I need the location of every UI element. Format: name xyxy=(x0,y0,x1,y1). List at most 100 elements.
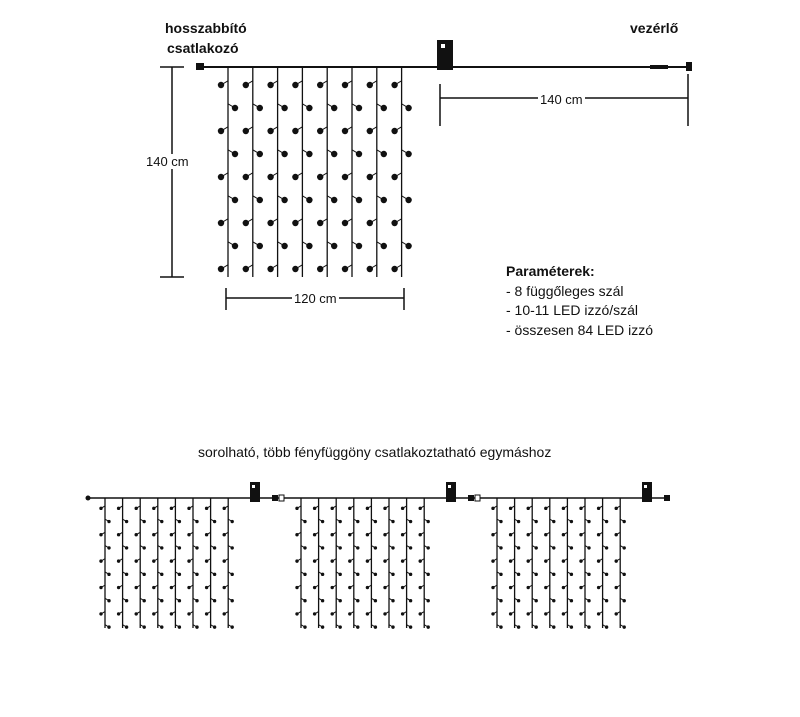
led-bulb xyxy=(579,559,583,563)
led-bulb xyxy=(544,612,548,616)
plug-icon xyxy=(468,495,474,501)
led-bulb xyxy=(306,196,313,204)
led-bulb xyxy=(320,546,325,550)
led-bulb xyxy=(160,625,164,629)
led-bulb xyxy=(312,559,317,563)
parameter-item: - 10-11 LED izzó/szál xyxy=(506,302,639,318)
led-bulb xyxy=(544,506,548,511)
led-bulb xyxy=(99,612,103,616)
led-bulb xyxy=(579,612,583,616)
plug-icon xyxy=(272,495,278,501)
led-bulb xyxy=(281,104,288,112)
led-bulb xyxy=(408,625,413,629)
led-bulb xyxy=(267,127,274,135)
led-bulb xyxy=(604,546,609,550)
led-bulb xyxy=(230,546,234,550)
led-bulb xyxy=(383,559,387,563)
controller-box-icon xyxy=(446,482,456,502)
led-bulb xyxy=(142,625,146,629)
led-bulb xyxy=(320,599,325,603)
led-bulb xyxy=(365,533,370,537)
led-bulb xyxy=(614,585,618,590)
led-bulb xyxy=(99,559,103,563)
led-bulb xyxy=(107,572,111,577)
led-bulb xyxy=(491,533,495,537)
led-bulb xyxy=(596,559,601,563)
led-bulb xyxy=(338,599,342,603)
led-bulb xyxy=(212,572,217,577)
led-bulb xyxy=(587,599,591,603)
led-bulb xyxy=(579,533,583,537)
led-bulb xyxy=(152,533,156,537)
led-bulb xyxy=(231,242,239,250)
led-bulb xyxy=(552,599,556,603)
led-bulb xyxy=(107,519,111,524)
led-bulb xyxy=(217,81,225,89)
led-bulb xyxy=(169,559,174,563)
led-bulb xyxy=(338,519,342,524)
led-bulb xyxy=(231,104,239,112)
led-bulb xyxy=(516,625,521,629)
led-bulb xyxy=(405,104,412,112)
led-bulb xyxy=(534,625,538,629)
led-bulb xyxy=(391,127,398,135)
led-bulb xyxy=(134,585,138,590)
led-bulb xyxy=(330,559,334,563)
led-bulb xyxy=(116,533,121,537)
chainable-caption: sorolható, több fényfüggöny csatlakoztat… xyxy=(198,444,552,460)
led-bulb xyxy=(242,219,249,227)
led-bulb xyxy=(295,533,299,537)
led-bulb xyxy=(267,81,274,89)
led-bulb xyxy=(134,559,138,563)
parameters-title: Paraméterek: xyxy=(506,263,595,279)
led-bulb xyxy=(306,242,313,250)
led-bulb xyxy=(292,219,299,227)
led-bulb xyxy=(569,519,574,524)
led-bulb xyxy=(195,572,199,577)
led-bulb xyxy=(331,104,338,112)
led-bulb xyxy=(99,506,103,511)
led-bulb xyxy=(160,546,164,550)
led-bulb xyxy=(281,242,288,250)
led-bulb xyxy=(187,612,191,616)
led-bulb xyxy=(418,612,422,616)
led-bulb xyxy=(204,612,209,616)
led-bulb xyxy=(391,81,398,89)
led-bulb xyxy=(124,546,129,550)
led-bulb xyxy=(124,572,129,577)
led-bulb xyxy=(212,519,217,524)
led-bulb xyxy=(426,625,430,629)
led-bulb xyxy=(491,585,495,590)
led-bulb xyxy=(526,533,530,537)
led-bulb xyxy=(534,599,538,603)
led-bulb xyxy=(596,533,601,537)
led-bulb xyxy=(380,104,387,112)
led-bulb xyxy=(217,127,225,135)
led-bulb xyxy=(187,559,191,563)
led-bulb xyxy=(391,546,395,550)
led-bulb xyxy=(373,519,378,524)
led-bulb xyxy=(348,585,352,590)
led-bulb xyxy=(317,219,324,227)
led-bulb xyxy=(418,585,422,590)
led-bulb xyxy=(400,506,405,511)
led-bulb xyxy=(373,599,378,603)
led-bulb xyxy=(552,572,556,577)
led-bulb xyxy=(604,625,609,629)
led-bulb xyxy=(312,612,317,616)
socket-icon xyxy=(278,494,285,502)
led-bulb xyxy=(348,559,352,563)
led-bulb xyxy=(204,533,209,537)
led-bulb xyxy=(380,196,387,204)
led-bulb xyxy=(383,533,387,537)
led-bulb xyxy=(317,173,324,181)
led-bulb xyxy=(230,572,234,577)
led-bulb xyxy=(526,585,530,590)
led-bulb xyxy=(405,242,412,250)
parameter-item: - 8 függőleges szál xyxy=(506,282,624,299)
led-bulb xyxy=(312,585,317,590)
extension-connector-icon xyxy=(85,495,91,501)
led-bulb xyxy=(408,572,413,577)
led-bulb xyxy=(418,533,422,537)
led-bulb xyxy=(195,546,199,550)
